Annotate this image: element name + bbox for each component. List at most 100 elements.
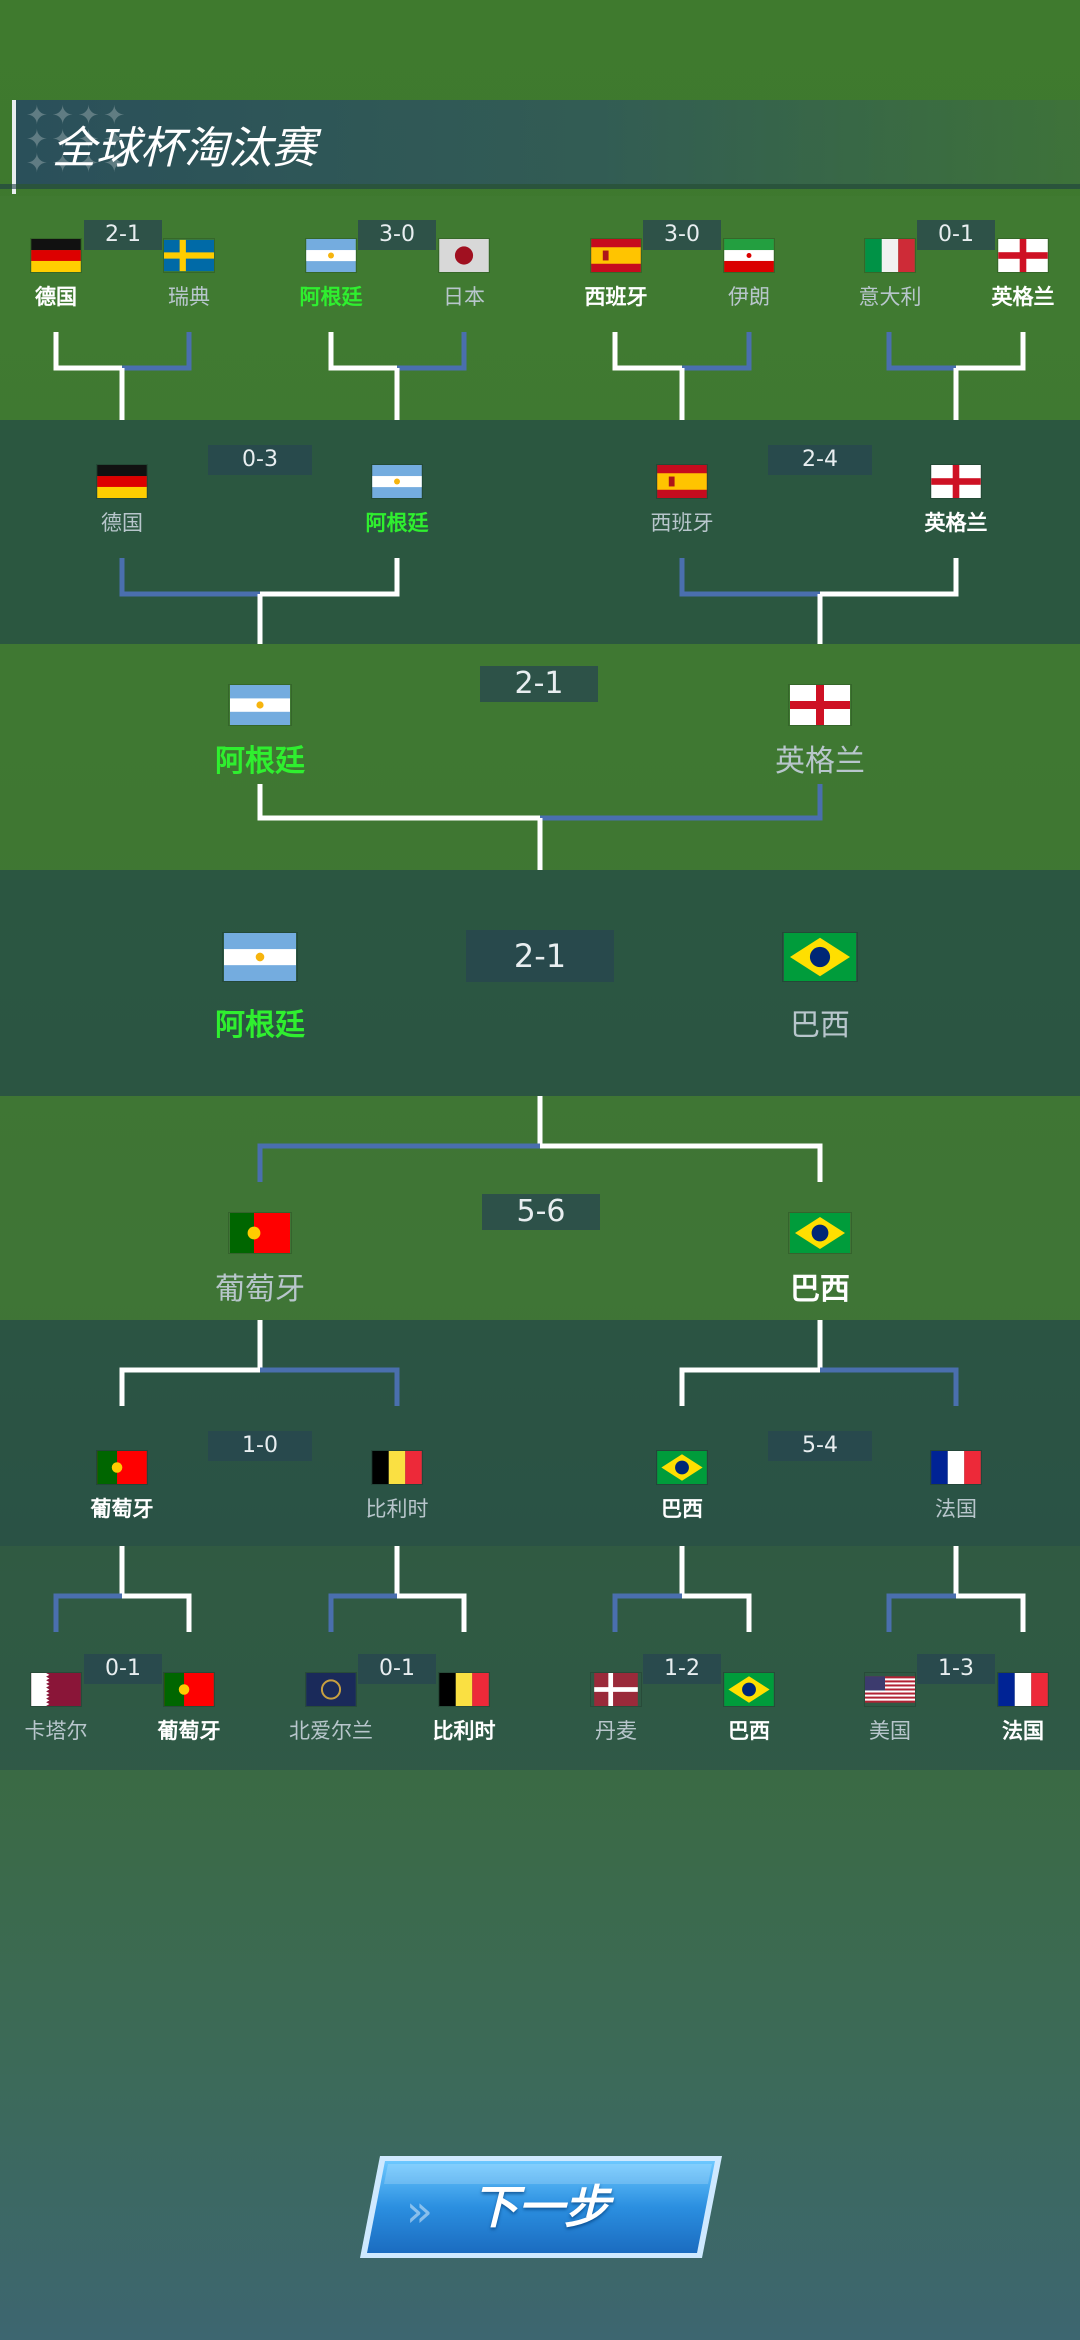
team-name: 葡萄牙 — [157, 1719, 221, 1743]
team-name: 巴西 — [790, 1272, 850, 1307]
match-score: 2-4 — [768, 445, 872, 475]
band-final — [0, 870, 1080, 1096]
team-name: 阿根廷 — [299, 285, 363, 309]
next-button-label: 下一步 — [472, 2180, 610, 2234]
bracket-line — [257, 1143, 540, 1182]
northern-ireland-flag-icon — [305, 1672, 357, 1707]
match-score: 5-6 — [482, 1194, 600, 1230]
team-slot[interactable]: 葡萄牙 — [82, 1450, 162, 1523]
page-title: 全球杯淘汰赛 — [52, 123, 316, 174]
team-slot[interactable]: 西班牙 — [575, 238, 657, 311]
team-slot[interactable]: 巴西 — [750, 1212, 890, 1308]
england-flag-icon — [788, 684, 852, 726]
team-name: 意大利 — [858, 285, 922, 309]
match-score: 3-0 — [358, 220, 436, 250]
brazil-flag-icon — [782, 932, 858, 982]
qatar-flag-icon — [30, 1672, 82, 1707]
team-slot[interactable]: 西班牙 — [641, 464, 723, 537]
team-slot[interactable]: 意大利 — [849, 238, 931, 311]
team-name: 巴西 — [790, 1008, 850, 1043]
bracket-line — [956, 1593, 1026, 1632]
bracket-line — [397, 1593, 467, 1632]
team-slot[interactable]: 阿根廷 — [190, 932, 330, 1044]
argentina-flag-icon — [305, 238, 357, 273]
spain-flag-icon — [590, 238, 642, 273]
team-name: 北爱尔兰 — [289, 1719, 373, 1743]
bracket-line — [679, 1367, 820, 1406]
team-slot[interactable]: 北爱尔兰 — [276, 1672, 386, 1745]
final-score: 2-1 — [466, 930, 614, 982]
england-flag-icon — [997, 238, 1049, 273]
team-slot[interactable]: 比利时 — [418, 1672, 510, 1745]
team-slot[interactable]: 英格兰 — [978, 238, 1068, 311]
team-name: 德国 — [35, 285, 77, 309]
team-slot[interactable]: 巴西 — [750, 932, 890, 1044]
team-slot[interactable]: 日本 — [423, 238, 505, 311]
team-name: 比利时 — [365, 1497, 429, 1521]
bracket-line — [328, 1593, 397, 1632]
team-name: 葡萄牙 — [90, 1497, 154, 1521]
team-name: 阿根廷 — [215, 1008, 305, 1043]
next-button[interactable]: » 下一步 — [358, 2154, 724, 2260]
team-slot[interactable]: 阿根廷 — [190, 684, 330, 780]
team-name: 英格兰 — [775, 744, 865, 779]
team-slot[interactable]: 丹麦 — [575, 1672, 657, 1745]
match-score: 1-3 — [917, 1654, 995, 1684]
team-slot[interactable]: 葡萄牙 — [190, 1212, 330, 1308]
team-slot[interactable]: 巴西 — [708, 1672, 790, 1745]
team-slot[interactable]: 葡萄牙 — [145, 1672, 233, 1745]
match-score: 2-1 — [84, 220, 162, 250]
bracket-line — [122, 1593, 192, 1632]
title-divider — [0, 184, 1080, 189]
team-slot[interactable]: 瑞典 — [149, 238, 229, 311]
team-slot[interactable]: 英格兰 — [911, 464, 1001, 537]
team-name: 法国 — [1002, 1719, 1044, 1743]
argentina-flag-icon — [228, 684, 292, 726]
bracket-line — [682, 332, 752, 371]
svg-text:»: » — [406, 2186, 433, 2237]
belgium-flag-icon — [371, 1450, 423, 1485]
team-name: 西班牙 — [650, 511, 714, 535]
france-flag-icon — [997, 1672, 1049, 1707]
match-score: 5-4 — [768, 1431, 872, 1461]
team-name: 葡萄牙 — [215, 1272, 305, 1307]
team-slot[interactable]: 德国 — [16, 238, 96, 311]
bracket-line — [53, 1593, 122, 1632]
bracket-line — [540, 1143, 823, 1182]
usa-flag-icon — [864, 1672, 916, 1707]
team-name: 巴西 — [728, 1719, 770, 1743]
team-slot[interactable]: 美国 — [849, 1672, 931, 1745]
germany-flag-icon — [96, 464, 148, 499]
spain-flag-icon — [656, 464, 708, 499]
team-slot[interactable]: 法国 — [915, 1450, 997, 1523]
belgium-flag-icon — [438, 1672, 490, 1707]
match-score: 1-0 — [208, 1431, 312, 1461]
team-slot[interactable]: 阿根廷 — [356, 464, 438, 537]
match-score: 2-1 — [480, 666, 598, 702]
band-qf-top — [0, 420, 1080, 644]
team-name: 比利时 — [432, 1719, 496, 1743]
team-slot[interactable]: 法国 — [982, 1672, 1064, 1745]
team-name: 美国 — [869, 1719, 911, 1743]
match-score: 3-0 — [643, 220, 721, 250]
bracket-line — [886, 332, 956, 371]
team-slot[interactable]: 英格兰 — [750, 684, 890, 780]
team-name: 瑞典 — [168, 285, 210, 309]
team-name: 日本 — [443, 285, 485, 309]
team-name: 伊朗 — [728, 285, 770, 309]
iran-flag-icon — [723, 238, 775, 273]
argentina-flag-icon — [222, 932, 298, 982]
team-slot[interactable]: 巴西 — [641, 1450, 723, 1523]
bracket-line — [612, 332, 682, 371]
italy-flag-icon — [864, 238, 916, 273]
team-slot[interactable]: 德国 — [82, 464, 162, 537]
team-slot[interactable]: 比利时 — [356, 1450, 438, 1523]
team-slot[interactable]: 伊朗 — [708, 238, 790, 311]
team-slot[interactable]: 阿根廷 — [290, 238, 372, 311]
team-name: 阿根廷 — [215, 744, 305, 779]
team-name: 巴西 — [661, 1497, 703, 1521]
match-score: 0-1 — [358, 1654, 436, 1684]
team-slot[interactable]: 卡塔尔 — [10, 1672, 102, 1745]
germany-flag-icon — [30, 238, 82, 273]
band-r16-top — [0, 196, 1080, 420]
